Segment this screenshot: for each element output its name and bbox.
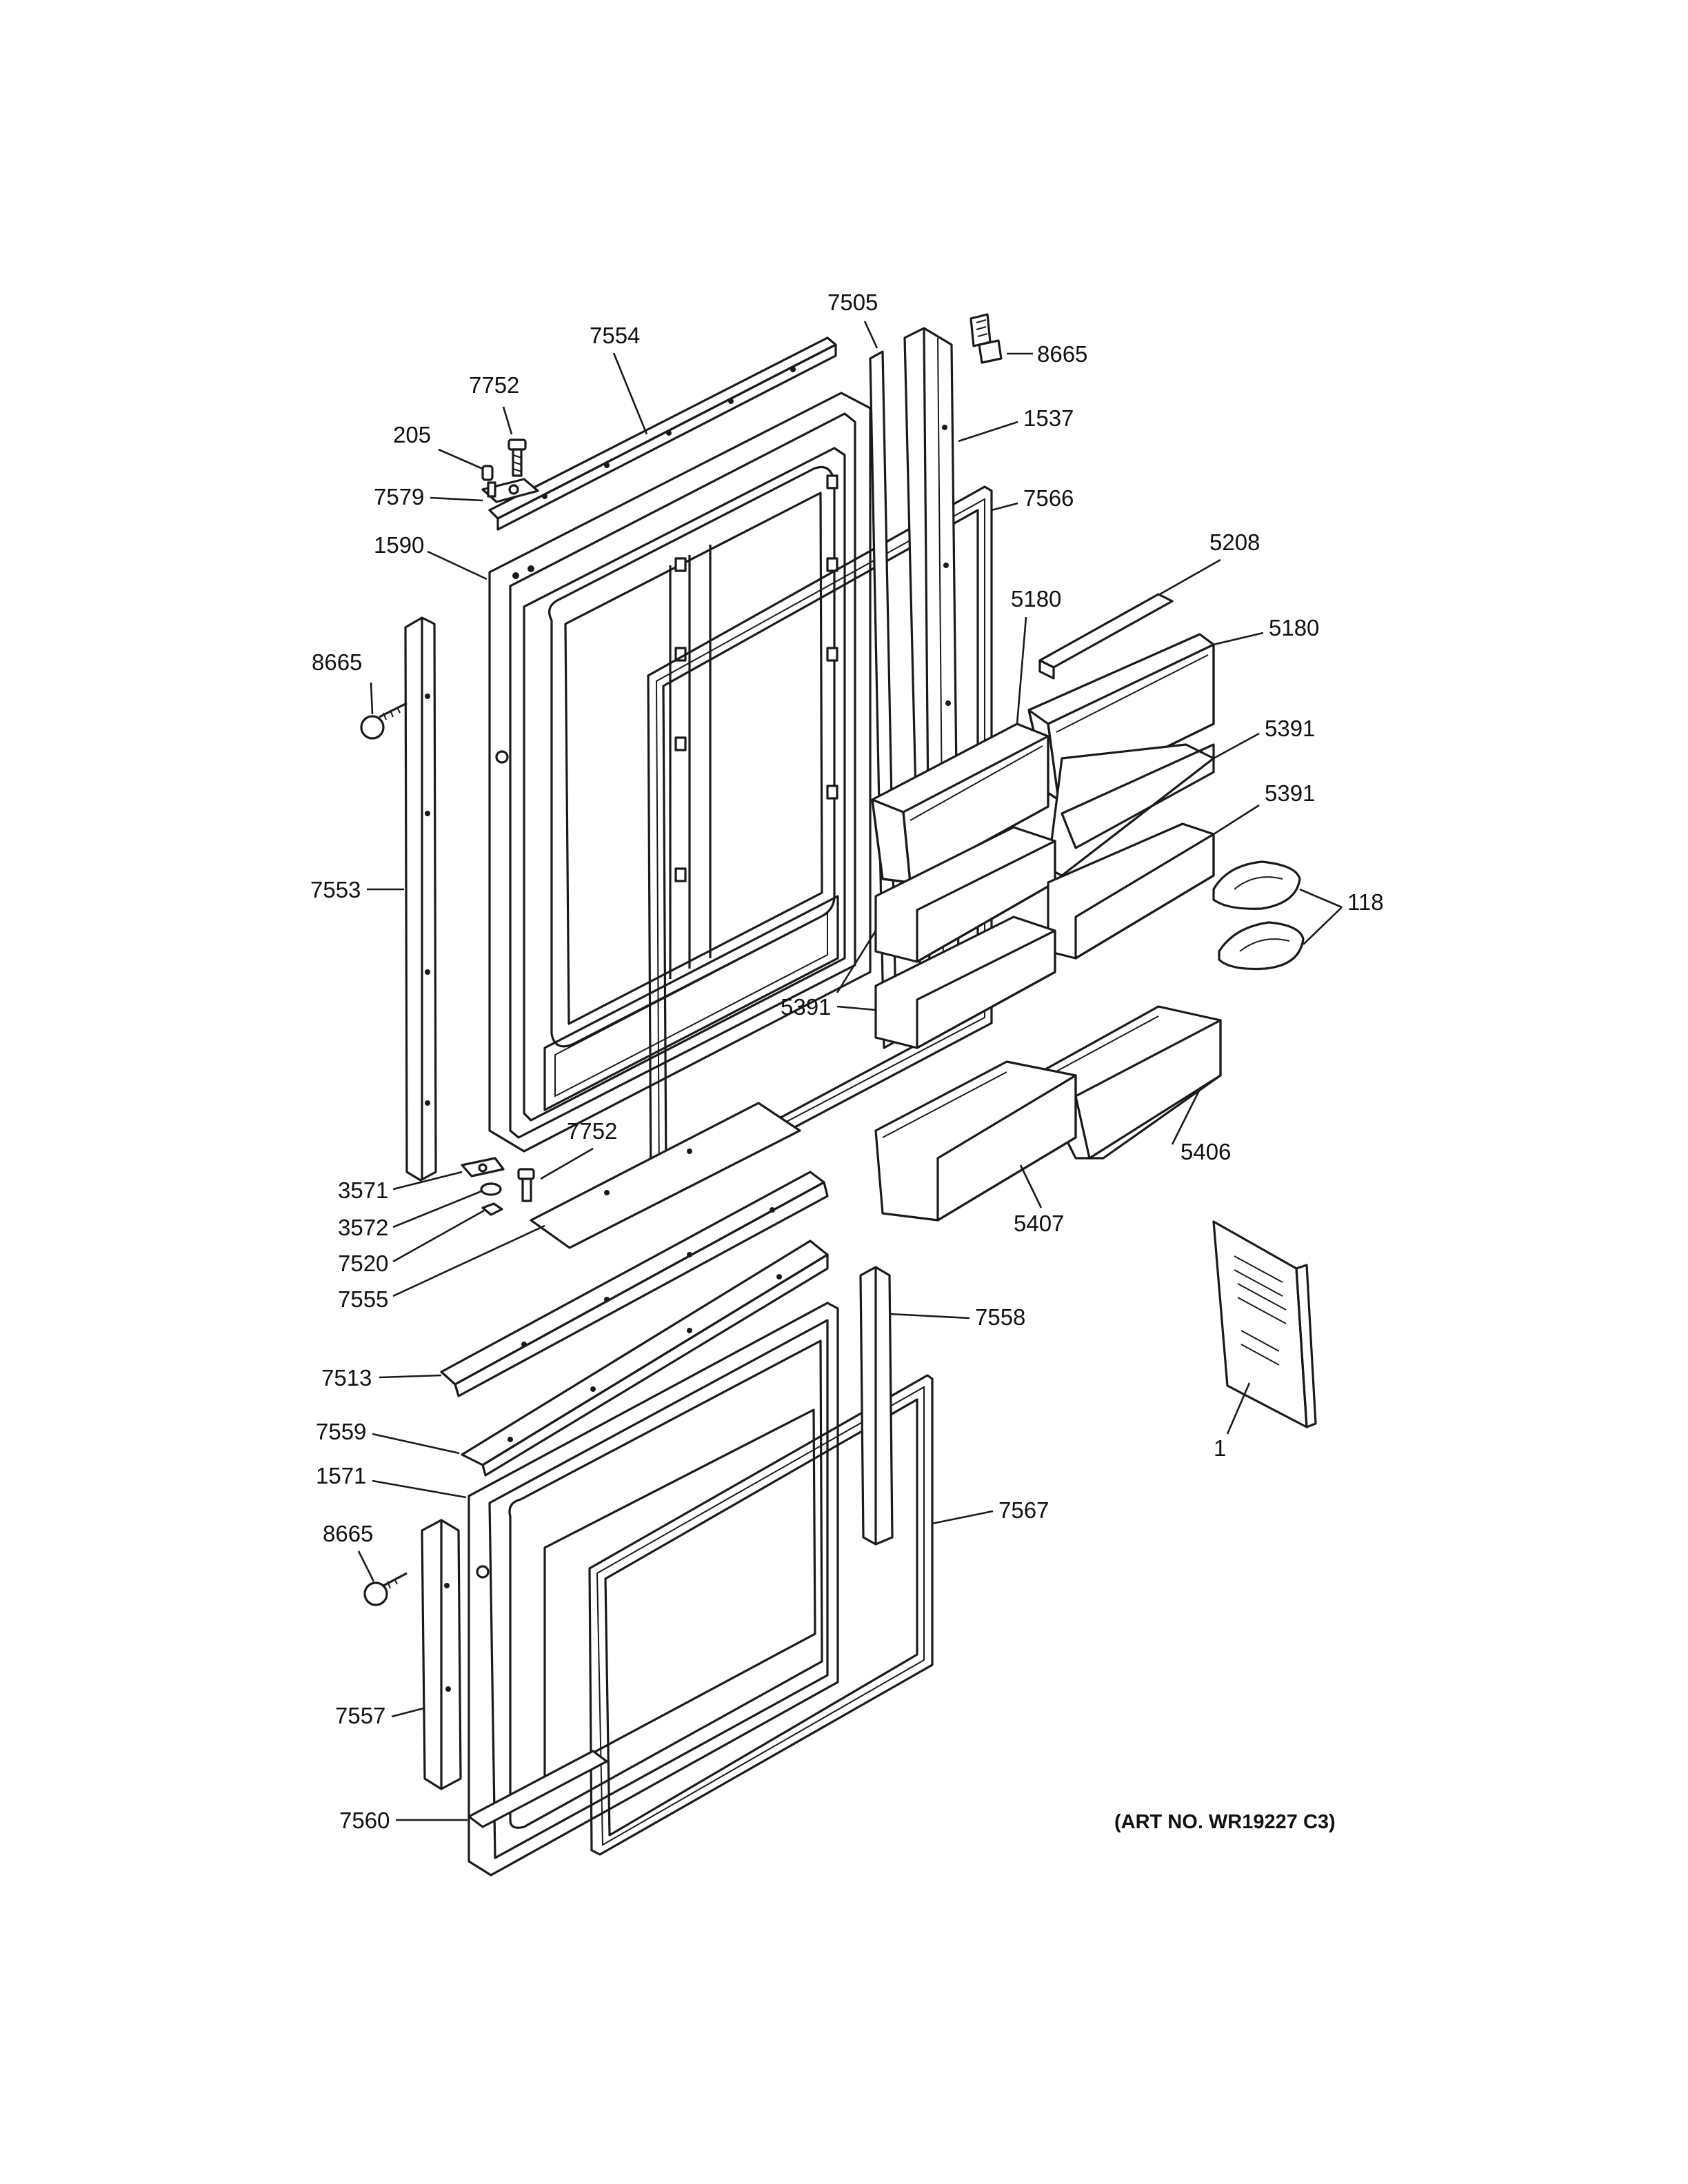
label-5180-a: 5180 <box>1011 586 1061 611</box>
label-1590: 1590 <box>374 532 424 558</box>
part-8665-screw-bottom <box>363 1572 408 1606</box>
part-5407-large-bin <box>874 1060 1077 1222</box>
label-5391-c: 5391 <box>781 994 831 1020</box>
part-7513-lower-top-trim <box>440 1171 829 1397</box>
label-3571: 3571 <box>338 1177 388 1203</box>
part-7579-top-hinge <box>481 478 539 503</box>
label-8665-bottom: 8665 <box>323 1521 373 1546</box>
label-5208: 5208 <box>1209 529 1260 555</box>
part-7558-lower-side-trim <box>859 1266 894 1546</box>
part-7557-lower-left-trim <box>421 1519 462 1790</box>
label-5391-a: 5391 <box>1265 716 1315 741</box>
label-5391-b: 5391 <box>1265 780 1315 806</box>
part-7752-hinge-screw-mid <box>517 1168 535 1202</box>
part-8665-screw-top <box>969 313 1003 364</box>
label-7553: 7553 <box>310 877 361 902</box>
label-5180-b: 5180 <box>1269 615 1319 640</box>
label-7559: 7559 <box>316 1419 366 1444</box>
part-7560-bottom-trim <box>468 1750 608 1828</box>
label-5406: 5406 <box>1180 1139 1231 1164</box>
part-labels: 7505 7554 8665 7752 1537 205 7579 7566 1… <box>310 290 1384 1833</box>
part-7553-left-trim <box>404 616 437 1182</box>
part-7520-nut <box>481 1202 503 1216</box>
label-1: 1 <box>1214 1435 1226 1461</box>
part-5208-bin-rail <box>1038 593 1174 680</box>
label-7752-mid: 7752 <box>567 1118 617 1144</box>
label-7567: 7567 <box>998 1497 1049 1523</box>
part-7559-lower-channel <box>461 1240 829 1477</box>
label-7513: 7513 <box>321 1365 372 1391</box>
label-7505: 7505 <box>827 290 878 315</box>
label-7560: 7560 <box>339 1808 390 1833</box>
label-205: 205 <box>393 422 431 447</box>
part-5406-large-bin <box>1033 1005 1222 1160</box>
part-118-egg-tray-upper <box>1212 860 1301 910</box>
part-118-egg-tray-lower <box>1218 921 1305 971</box>
art-number: (ART NO. WR19227 C3) <box>1114 1811 1336 1833</box>
label-7554: 7554 <box>590 323 640 348</box>
label-118: 118 <box>1347 889 1384 915</box>
label-1537: 1537 <box>1023 405 1074 431</box>
part-3572-washer <box>480 1182 502 1196</box>
label-8665-left: 8665 <box>312 649 362 675</box>
part-205-pin <box>481 465 494 481</box>
part-1-manual-booklet <box>1212 1220 1317 1428</box>
label-7555: 7555 <box>338 1286 388 1312</box>
label-3572: 3572 <box>338 1215 388 1240</box>
label-7558: 7558 <box>975 1304 1025 1330</box>
part-7554-top-trim <box>488 336 837 531</box>
leader-lines <box>357 321 1343 1821</box>
part-7555-mid-trim <box>530 1102 801 1249</box>
label-7579: 7579 <box>374 484 424 509</box>
label-5407: 5407 <box>1014 1211 1064 1236</box>
label-7752-top: 7752 <box>469 372 519 398</box>
part-5391-bin-4 <box>874 916 1056 1049</box>
label-8665-top: 8665 <box>1037 341 1087 367</box>
part-7752-hinge-screw-top <box>508 438 527 477</box>
label-7557: 7557 <box>335 1703 385 1728</box>
label-1571: 1571 <box>316 1463 366 1488</box>
part-3571-hinge-plate <box>461 1157 505 1177</box>
label-7566: 7566 <box>1023 485 1074 511</box>
part-7567-lower-gasket <box>588 1374 934 1856</box>
part-1571-freezer-door <box>468 1302 839 1877</box>
part-1590-fresh-food-door <box>488 392 872 1153</box>
part-8665-screw-left <box>360 702 408 740</box>
label-7520: 7520 <box>338 1251 388 1276</box>
